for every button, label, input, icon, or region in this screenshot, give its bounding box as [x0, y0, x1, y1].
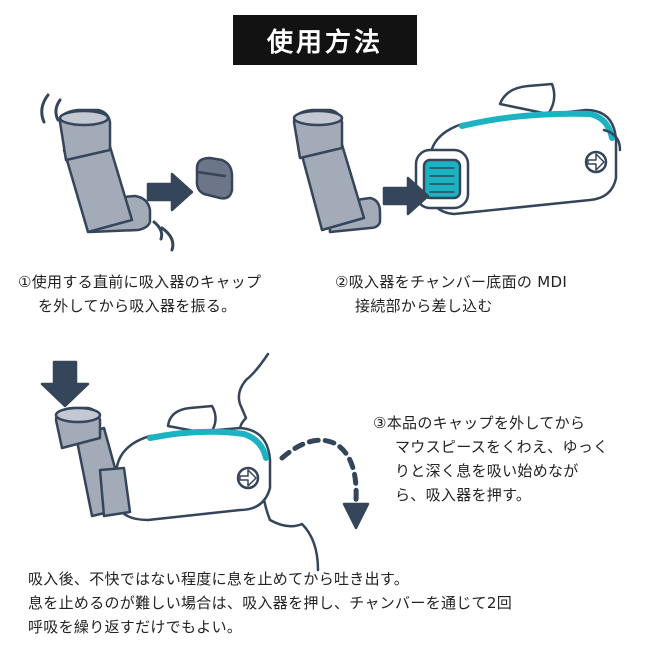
- step-3-line-3: りと深く息を吸い始めなが: [395, 462, 579, 480]
- step-2-text: ②吸入器をチャンバー底面の MDI 接続部から差し込む: [335, 270, 567, 318]
- step-1-line-2: を外してから吸入器を振る。: [38, 297, 237, 315]
- step-3-line-2: マウスピースをくわえ、ゆっく: [395, 438, 609, 456]
- note-line-1: 吸入後、不快ではない程度に息を止めてから吐き出す。: [28, 570, 410, 588]
- step-3-line-1: ③本品のキャップを外してから: [373, 414, 586, 432]
- step3-illustration: [40, 352, 370, 572]
- step-1-line-1: ①使用する直前に吸入器のキャップ: [18, 273, 262, 291]
- page-title: 使用方法: [233, 15, 417, 65]
- step2-illustration: [292, 82, 622, 234]
- note-line-2: 息を止めるのが難しい場合は、吸入器を押し、チャンバーを通じて2回: [28, 594, 512, 612]
- note-line-3: 呼吸を繰り返すだけでもよい。: [28, 618, 243, 636]
- step-2-line-2: 接続部から差し込む: [355, 297, 493, 315]
- step-3-line-4: ら、吸入器を押す。: [395, 486, 532, 504]
- step1-illustration: [40, 93, 234, 252]
- step-3-text: ③本品のキャップを外してから マウスピースをくわえ、ゆっく りと深く息を吸い始め…: [373, 411, 608, 507]
- step-2-line-1: ②吸入器をチャンバー底面の MDI: [335, 273, 568, 291]
- step-1-text: ①使用する直前に吸入器のキャップ を外してから吸入器を振る。: [18, 270, 261, 318]
- after-inhalation-note: 吸入後、不快ではない程度に息を止めてから吐き出す。 息を止めるのが難しい場合は、…: [28, 567, 512, 639]
